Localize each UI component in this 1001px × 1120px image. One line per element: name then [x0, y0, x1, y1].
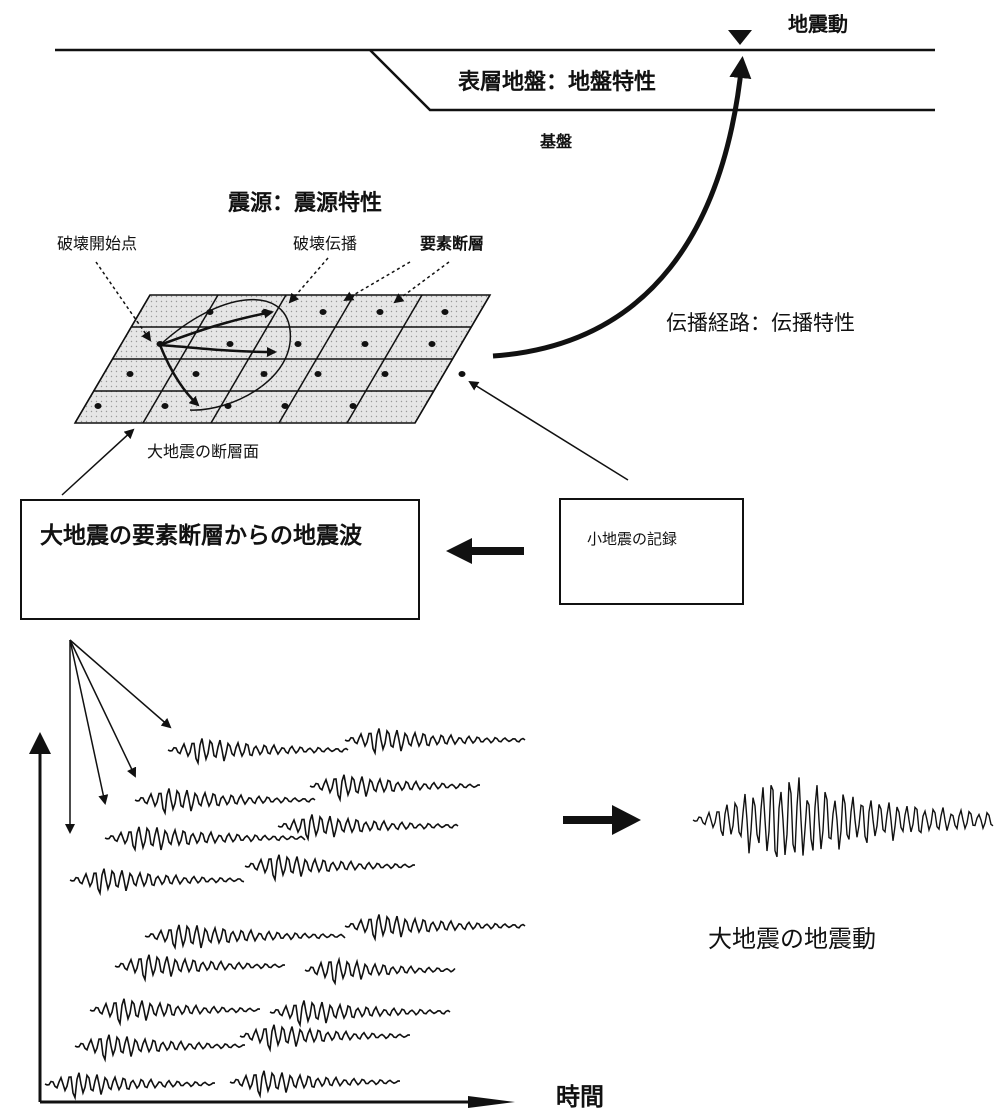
source-label: 震源：震源特性: [228, 191, 383, 216]
element-waveform-trace: [167, 738, 349, 766]
station-marker-icon: [728, 30, 752, 45]
element-fault-label: 要素断層: [420, 234, 485, 253]
rupture-propagation: [158, 298, 291, 411]
stacked-waveforms: [44, 728, 526, 1101]
ground-surface: [55, 48, 935, 112]
fault-plane-label: 大地震の断層面: [147, 442, 260, 461]
element-waveform-trace: [309, 774, 481, 803]
small-eq-epicenter: [458, 371, 466, 377]
element-waveform-trace: [69, 868, 245, 897]
element-waveform-trace: [244, 854, 416, 883]
ground-motion-label: 地震動: [788, 12, 848, 36]
element-waveform-trace: [344, 728, 526, 756]
propagation-path-arrow: [492, 56, 752, 359]
rupture-propagation-label: 破壊伝播: [293, 234, 358, 253]
fan-out-arrows: [65, 639, 172, 834]
rupture-start-label: 破壊開始点: [57, 234, 138, 253]
element-waveform-trace: [144, 924, 346, 951]
pointer-arrows-dotted: [95, 257, 450, 342]
large-eq-element-waves-label: 大地震の要素断層からの地震波: [40, 523, 362, 549]
element-waveform-trace: [239, 1024, 411, 1053]
large-eq-element-box: 大地震の要素断層からの地震波: [20, 499, 420, 620]
element-waveform-trace: [269, 1000, 451, 1028]
pointer-arrows: [61, 380, 629, 496]
large-eq-ground-motion-label: 大地震の地震動: [708, 925, 876, 953]
element-waveform-trace: [44, 1072, 216, 1101]
time-axis-label: 時間: [556, 1083, 604, 1111]
synthesis-arrow: [446, 538, 524, 564]
small-eq-record-label: 小地震の記録: [587, 530, 678, 548]
surface-layer-label: 表層地盤：地盤特性: [458, 70, 657, 95]
large-eq-waveform: [692, 777, 994, 858]
element-waveform-trace: [114, 954, 286, 983]
element-waveform-trace: [89, 998, 261, 1027]
bedrock-label: 基盤: [540, 132, 573, 151]
element-waveform-trace: [277, 814, 459, 842]
fault-plane: [73, 294, 492, 424]
summation-arrow: [563, 805, 641, 835]
propagation-path-label: 伝播経路：伝播特性: [666, 311, 855, 335]
element-waveform-trace: [304, 956, 456, 986]
element-waveform-trace: [229, 1070, 401, 1099]
element-waveform-trace: [74, 1034, 246, 1063]
time-axes: [29, 732, 515, 1108]
element-waveform-trace: [104, 826, 306, 853]
small-eq-record-box: 小地震の記録: [559, 498, 744, 605]
element-waveform-trace: [344, 914, 526, 942]
element-waveform-trace: [134, 788, 316, 816]
